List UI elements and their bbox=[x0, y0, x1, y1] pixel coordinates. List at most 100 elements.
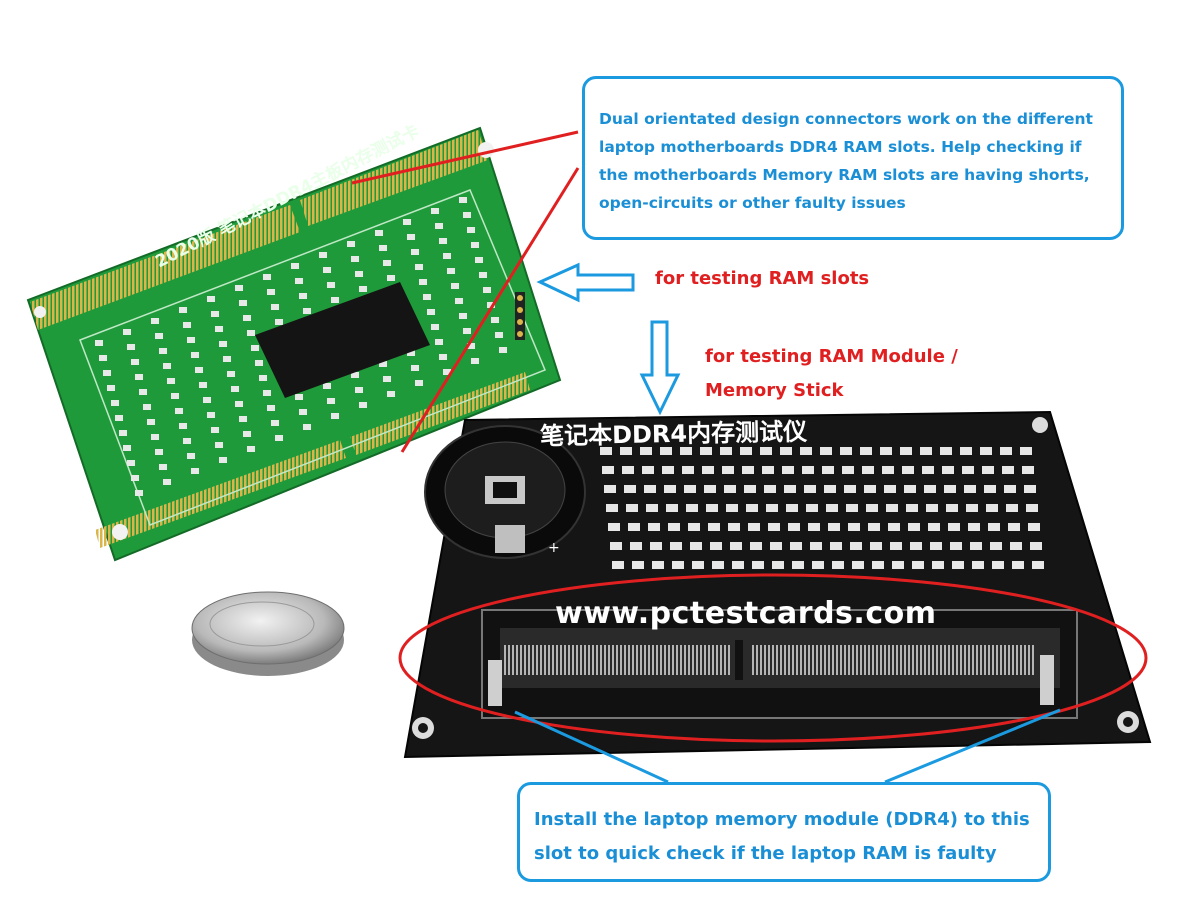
led bbox=[790, 542, 802, 550]
led bbox=[303, 424, 311, 430]
led bbox=[1012, 561, 1024, 569]
led bbox=[852, 561, 864, 569]
led bbox=[351, 256, 359, 262]
led bbox=[780, 447, 792, 455]
led bbox=[1024, 485, 1036, 493]
led bbox=[810, 542, 822, 550]
led bbox=[966, 504, 978, 512]
led bbox=[672, 561, 684, 569]
led bbox=[379, 361, 387, 367]
led bbox=[195, 367, 203, 373]
led bbox=[247, 446, 255, 452]
led bbox=[684, 485, 696, 493]
led bbox=[606, 504, 618, 512]
led bbox=[602, 466, 614, 474]
led bbox=[151, 318, 159, 324]
led bbox=[782, 466, 794, 474]
led bbox=[922, 466, 934, 474]
led bbox=[952, 561, 964, 569]
led bbox=[732, 561, 744, 569]
led bbox=[888, 523, 900, 531]
led bbox=[379, 245, 387, 251]
led bbox=[768, 523, 780, 531]
led bbox=[940, 447, 952, 455]
led bbox=[712, 561, 724, 569]
led bbox=[824, 485, 836, 493]
led bbox=[263, 274, 271, 280]
led bbox=[872, 561, 884, 569]
led bbox=[183, 322, 191, 328]
led bbox=[191, 468, 199, 474]
led bbox=[932, 561, 944, 569]
led bbox=[175, 408, 183, 414]
led bbox=[135, 490, 143, 496]
pointer-line-top bbox=[351, 130, 579, 185]
led bbox=[327, 398, 335, 404]
led bbox=[686, 504, 698, 512]
led bbox=[830, 542, 842, 550]
led bbox=[884, 485, 896, 493]
led bbox=[235, 285, 243, 291]
led bbox=[471, 358, 479, 364]
led bbox=[644, 485, 656, 493]
led bbox=[842, 466, 854, 474]
led bbox=[680, 447, 692, 455]
led bbox=[203, 397, 211, 403]
led bbox=[708, 523, 720, 531]
sodimm-slot bbox=[481, 609, 1078, 719]
led bbox=[451, 283, 459, 289]
led bbox=[980, 447, 992, 455]
led bbox=[155, 449, 163, 455]
led bbox=[275, 319, 283, 325]
led bbox=[640, 447, 652, 455]
led bbox=[359, 402, 367, 408]
led bbox=[95, 340, 103, 346]
led bbox=[846, 504, 858, 512]
pointer-line-right bbox=[884, 708, 1061, 784]
led bbox=[211, 427, 219, 433]
watermark: www.pctestcards.com bbox=[555, 596, 937, 631]
led bbox=[812, 561, 824, 569]
led bbox=[604, 485, 616, 493]
led bbox=[415, 264, 423, 270]
led bbox=[419, 279, 427, 285]
led bbox=[459, 197, 467, 203]
led bbox=[359, 286, 367, 292]
led bbox=[908, 523, 920, 531]
led bbox=[984, 485, 996, 493]
led bbox=[986, 504, 998, 512]
led bbox=[331, 413, 339, 419]
led bbox=[626, 504, 638, 512]
led bbox=[355, 271, 363, 277]
led bbox=[864, 485, 876, 493]
led bbox=[702, 466, 714, 474]
callout-top-text: Dual orientated design connectors work o… bbox=[599, 110, 1093, 212]
led bbox=[139, 389, 147, 395]
led bbox=[271, 304, 279, 310]
led bbox=[948, 523, 960, 531]
led bbox=[403, 219, 411, 225]
led bbox=[988, 523, 1000, 531]
led bbox=[840, 447, 852, 455]
led bbox=[351, 372, 359, 378]
led bbox=[423, 294, 431, 300]
led bbox=[495, 332, 503, 338]
led bbox=[924, 485, 936, 493]
led bbox=[235, 401, 243, 407]
led bbox=[860, 447, 872, 455]
led bbox=[786, 504, 798, 512]
led bbox=[271, 420, 279, 426]
label-testing-module: for testing RAM Module / Memory Stick bbox=[705, 346, 958, 401]
led bbox=[163, 479, 171, 485]
led bbox=[479, 272, 487, 278]
led bbox=[291, 263, 299, 269]
led bbox=[323, 267, 331, 273]
led bbox=[219, 457, 227, 463]
led bbox=[387, 275, 395, 281]
led bbox=[183, 438, 191, 444]
led bbox=[928, 523, 940, 531]
led bbox=[862, 466, 874, 474]
led bbox=[1022, 466, 1034, 474]
led bbox=[868, 523, 880, 531]
led bbox=[886, 504, 898, 512]
